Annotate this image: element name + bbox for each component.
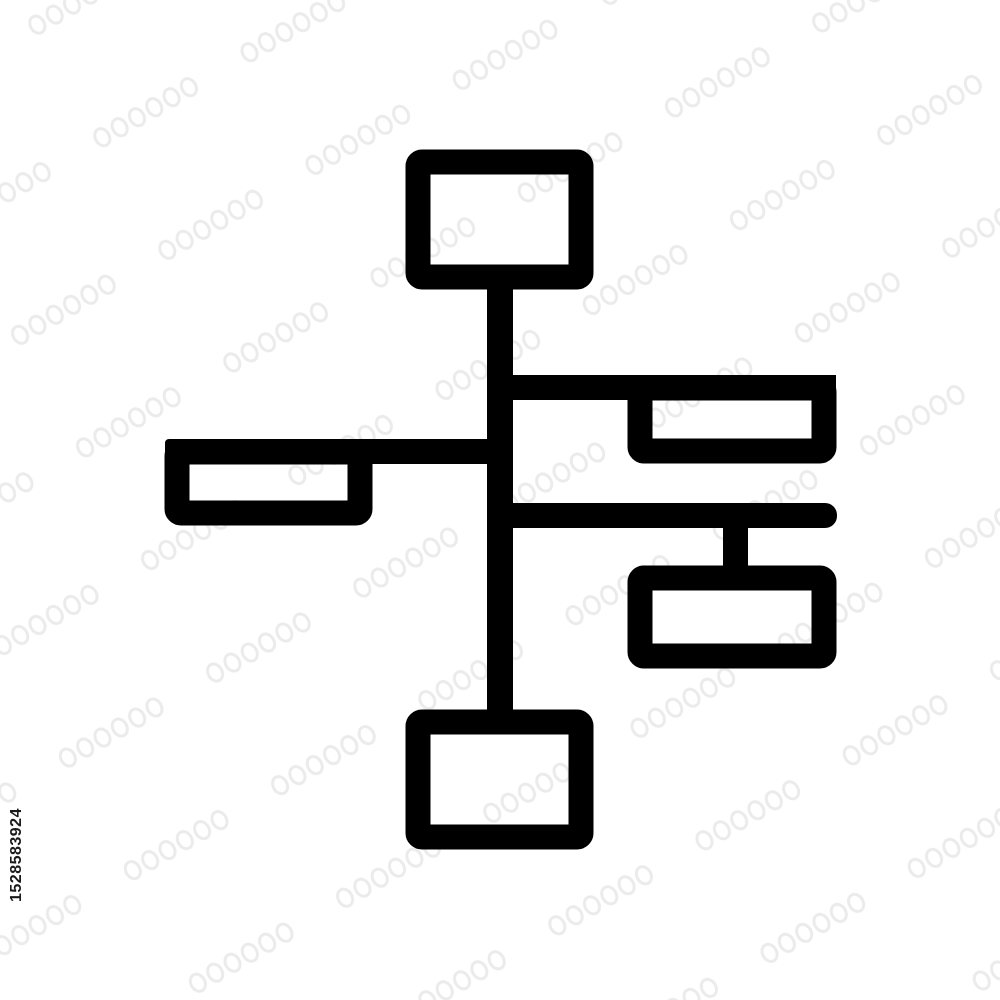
lower-right-node-box xyxy=(627,565,837,669)
left-branch-line xyxy=(165,439,500,464)
lower-right-connector xyxy=(723,515,748,583)
stock-id-label: 1528583924 xyxy=(8,808,25,902)
upper-branch-line xyxy=(500,375,836,400)
trunk-line xyxy=(487,277,513,723)
top-node-box xyxy=(405,149,594,290)
lower-branch-line xyxy=(500,503,837,528)
bottom-node-box xyxy=(405,709,594,850)
